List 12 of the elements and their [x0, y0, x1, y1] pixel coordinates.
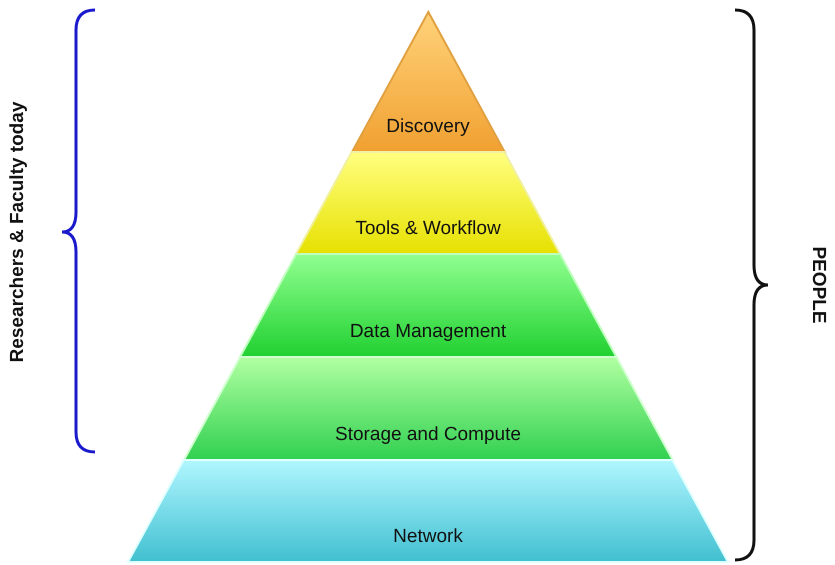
layer-label: Network: [392, 526, 464, 548]
pyramid-layer: [184, 357, 672, 460]
layer-label: Discovery: [385, 116, 471, 138]
layer-label: Storage and Compute: [334, 424, 522, 446]
pyramid-layer: [240, 254, 616, 357]
layer-label: Data Management: [348, 321, 508, 343]
pyramid-layer: [352, 12, 504, 152]
side-label: Researchers & Faculty today: [7, 102, 29, 362]
side-label: PEOPLE: [807, 246, 829, 324]
layer-label: Tools & Workflow: [354, 218, 502, 240]
pyramid-layer: [296, 152, 560, 254]
pyramid-layer: [128, 460, 728, 562]
